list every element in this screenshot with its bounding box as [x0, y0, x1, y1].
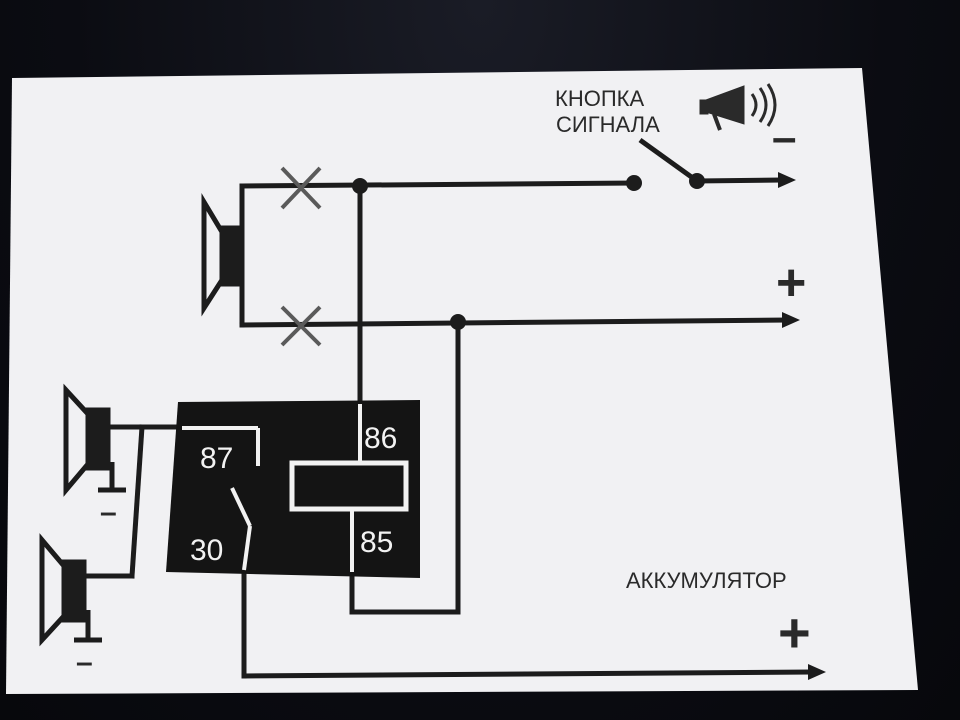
megaphone-icon — [699, 83, 777, 131]
speaker-icon — [201, 186, 245, 325]
speaker-icon — [63, 383, 126, 497]
relay-icon — [166, 400, 420, 578]
horn-button-label-line2: СИГНАЛА — [556, 112, 660, 137]
battery-plus-sign: + — [778, 601, 811, 664]
ground-minus-label: – — [100, 496, 117, 529]
cut-marks — [280, 166, 322, 347]
speaker-icon — [39, 533, 102, 647]
button-switch-lever — [638, 137, 699, 184]
horn-button-label-line1: КНОПКА — [555, 86, 644, 111]
relay-pin-87: 87 — [200, 442, 233, 475]
relay-pin-30: 30 — [190, 534, 223, 567]
ground-minus-label: – — [76, 646, 93, 679]
plus-sign: + — [776, 254, 806, 312]
relay-pin-86: 86 — [364, 422, 397, 455]
relay-pin-85: 85 — [360, 526, 393, 559]
wire-group — [85, 177, 813, 679]
minus-sign: – — [772, 113, 796, 162]
battery-label: АККУМУЛЯТОР — [626, 568, 787, 593]
arrowheads — [778, 172, 826, 680]
